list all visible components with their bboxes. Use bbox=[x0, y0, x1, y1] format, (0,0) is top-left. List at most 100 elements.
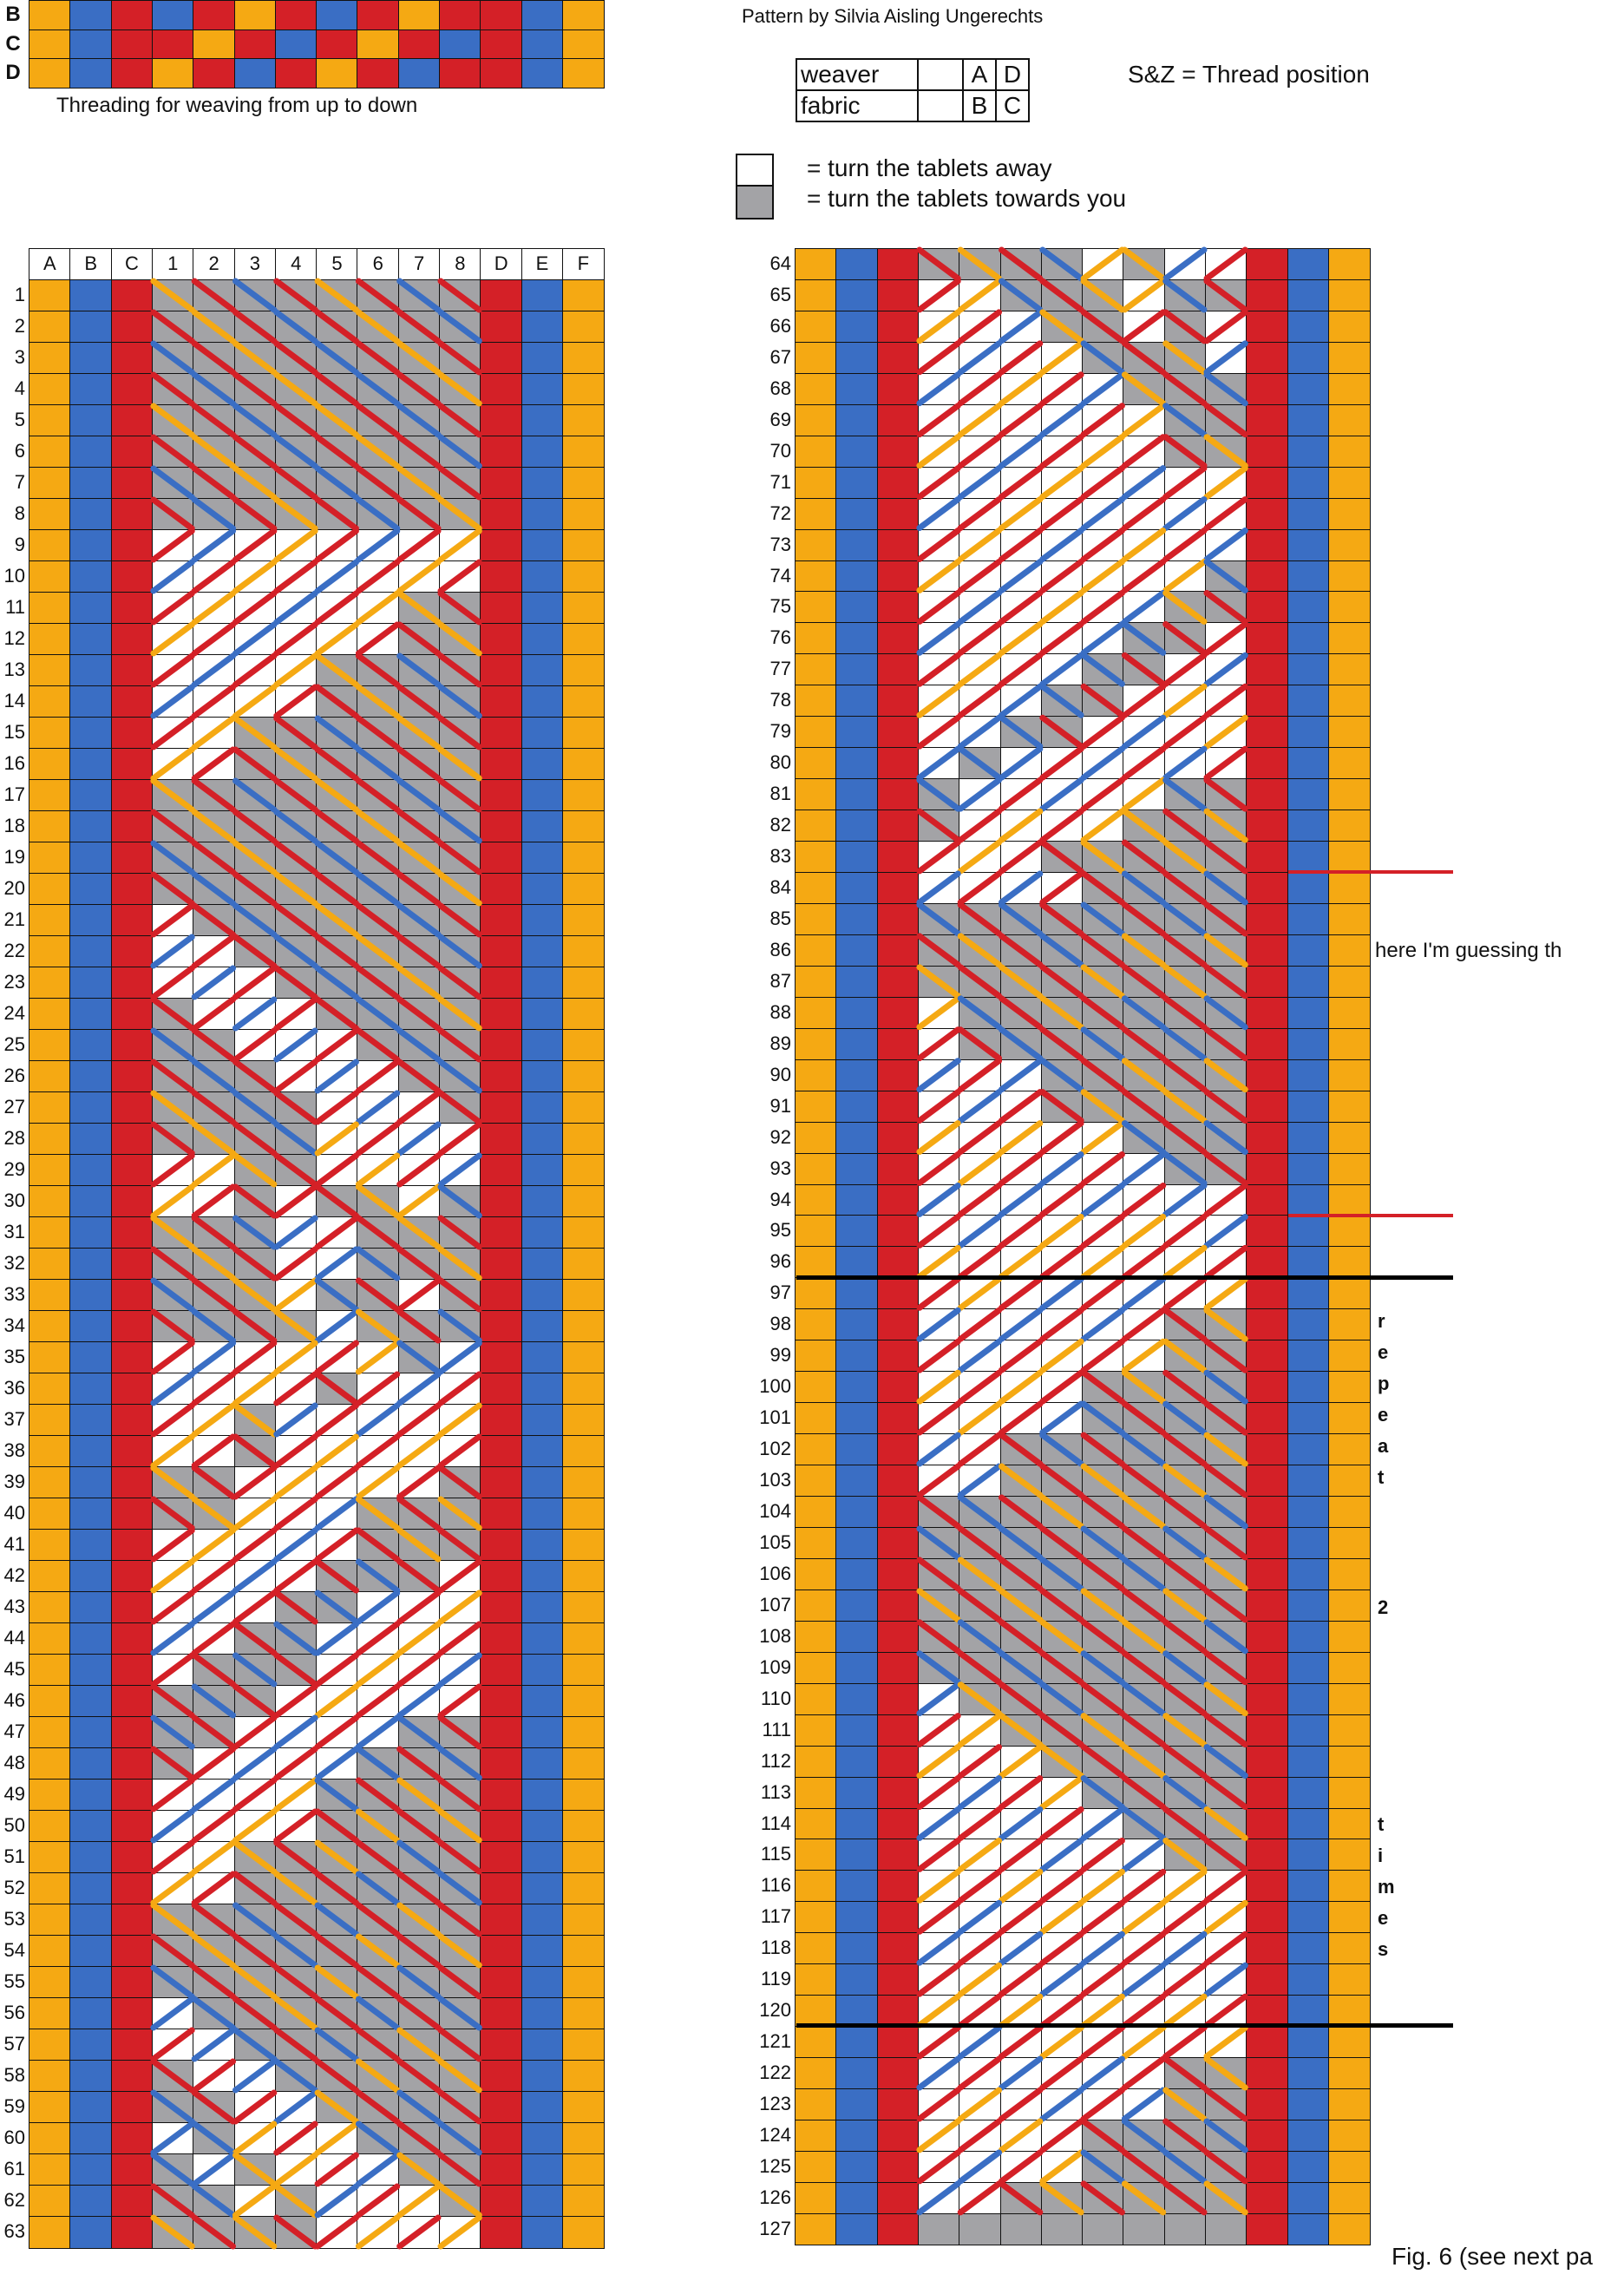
figure-caption: Fig. 6 (see next pa bbox=[1392, 2243, 1593, 2270]
pattern-cell bbox=[959, 2120, 1001, 2153]
pattern-cell bbox=[1082, 1340, 1124, 1373]
pattern-cell bbox=[151, 1529, 194, 1562]
pattern-cell bbox=[1082, 1183, 1124, 1216]
pattern-cell bbox=[1163, 466, 1207, 500]
pattern-cell bbox=[917, 1340, 960, 1373]
row-number: 69 bbox=[769, 408, 791, 430]
border-cell bbox=[835, 1246, 879, 1279]
pattern-cell bbox=[1123, 1433, 1166, 1466]
pattern-cell bbox=[274, 1841, 318, 1874]
pattern-cell bbox=[439, 1404, 481, 1437]
border-cell bbox=[521, 1529, 564, 1562]
pattern-cell bbox=[193, 1560, 235, 1593]
pattern-cell bbox=[1123, 560, 1166, 593]
border-cell bbox=[795, 902, 837, 936]
pattern-cell bbox=[1040, 1776, 1084, 1809]
pattern-cell bbox=[193, 623, 235, 656]
border-cell bbox=[521, 436, 564, 469]
row-number: 127 bbox=[759, 2217, 791, 2239]
border-cell bbox=[1287, 1839, 1330, 1871]
border-cell bbox=[1246, 1620, 1289, 1654]
pattern-cell bbox=[274, 967, 318, 1000]
pattern-cell bbox=[233, 685, 277, 718]
pattern-cell bbox=[233, 1029, 277, 1062]
border-cell bbox=[69, 529, 113, 562]
border-cell bbox=[835, 1557, 879, 1591]
border-cell bbox=[876, 1496, 920, 1529]
threading-cell bbox=[110, 0, 154, 30]
border-cell bbox=[29, 2060, 71, 2093]
pattern-cell bbox=[1163, 1589, 1207, 1622]
border-cell bbox=[876, 716, 920, 749]
border-cell bbox=[480, 311, 523, 344]
border-cell bbox=[795, 1277, 837, 1310]
pattern-cell bbox=[1163, 341, 1207, 375]
pattern-cell bbox=[917, 310, 960, 344]
pattern-cell bbox=[1123, 248, 1166, 281]
pattern-cell bbox=[233, 1216, 277, 1249]
border-cell bbox=[795, 528, 837, 561]
border-cell bbox=[876, 1465, 920, 1498]
border-cell bbox=[795, 1714, 837, 1747]
pattern-cell bbox=[1205, 1620, 1247, 1654]
pattern-cell bbox=[274, 1185, 318, 1218]
pattern-cell bbox=[233, 717, 277, 750]
border-cell bbox=[876, 2212, 920, 2246]
border-cell bbox=[835, 2026, 879, 2059]
border-cell bbox=[795, 716, 837, 749]
row-number: 124 bbox=[759, 2124, 791, 2146]
pattern-cell bbox=[1040, 1651, 1084, 1685]
border-cell bbox=[1287, 747, 1330, 780]
pattern-cell bbox=[233, 904, 277, 937]
pattern-cell bbox=[397, 1029, 441, 1062]
pattern-cell bbox=[357, 1810, 400, 1843]
border-cell bbox=[835, 1589, 879, 1622]
pattern-cell bbox=[151, 1154, 194, 1187]
threading-cell bbox=[439, 58, 481, 88]
threading-cell bbox=[110, 29, 154, 60]
border-cell bbox=[29, 373, 71, 406]
border-cell bbox=[69, 935, 113, 968]
pattern-cell bbox=[151, 279, 194, 312]
threading-cell bbox=[29, 58, 71, 88]
pattern-cell bbox=[439, 2122, 481, 2155]
border-cell bbox=[1327, 1995, 1371, 2028]
threading-cell bbox=[439, 29, 481, 60]
row-number: 101 bbox=[759, 1406, 791, 1429]
pattern-cell bbox=[397, 810, 441, 843]
border-cell bbox=[1327, 466, 1371, 500]
pattern-cell bbox=[233, 779, 277, 812]
border-cell bbox=[480, 1029, 523, 1062]
border-cell bbox=[110, 1810, 154, 1843]
pattern-cell bbox=[357, 1716, 400, 1749]
border-cell bbox=[1246, 1995, 1289, 2028]
row-number: 83 bbox=[769, 845, 791, 868]
border-cell bbox=[521, 623, 564, 656]
pattern-cell bbox=[1205, 653, 1247, 686]
border-cell bbox=[835, 1901, 879, 1934]
pattern-cell bbox=[999, 1496, 1043, 1529]
border-cell bbox=[1246, 965, 1289, 999]
pattern-cell bbox=[193, 685, 235, 718]
pattern-cell bbox=[1205, 2026, 1247, 2059]
row-number: 89 bbox=[769, 1032, 791, 1054]
repeat-letter: p bbox=[1378, 1373, 1390, 1394]
pattern-cell bbox=[233, 1498, 277, 1530]
legend-white-swatch bbox=[736, 154, 774, 187]
border-cell bbox=[1287, 622, 1330, 655]
border-cell bbox=[561, 2153, 605, 2186]
pattern-cell bbox=[357, 779, 400, 812]
row-number: 123 bbox=[759, 2093, 791, 2115]
border-cell bbox=[69, 311, 113, 344]
row-number: 113 bbox=[760, 1780, 791, 1803]
pattern-cell bbox=[233, 998, 277, 1031]
border-cell bbox=[480, 592, 523, 625]
border-cell bbox=[1327, 2088, 1371, 2121]
border-cell bbox=[561, 717, 605, 750]
pattern-cell bbox=[274, 1466, 318, 1499]
pattern-cell bbox=[999, 809, 1043, 842]
pattern-cell bbox=[439, 779, 481, 812]
pattern-cell bbox=[1082, 1682, 1124, 1716]
pattern-cell bbox=[274, 1716, 318, 1749]
row-number: 22 bbox=[3, 940, 25, 961]
